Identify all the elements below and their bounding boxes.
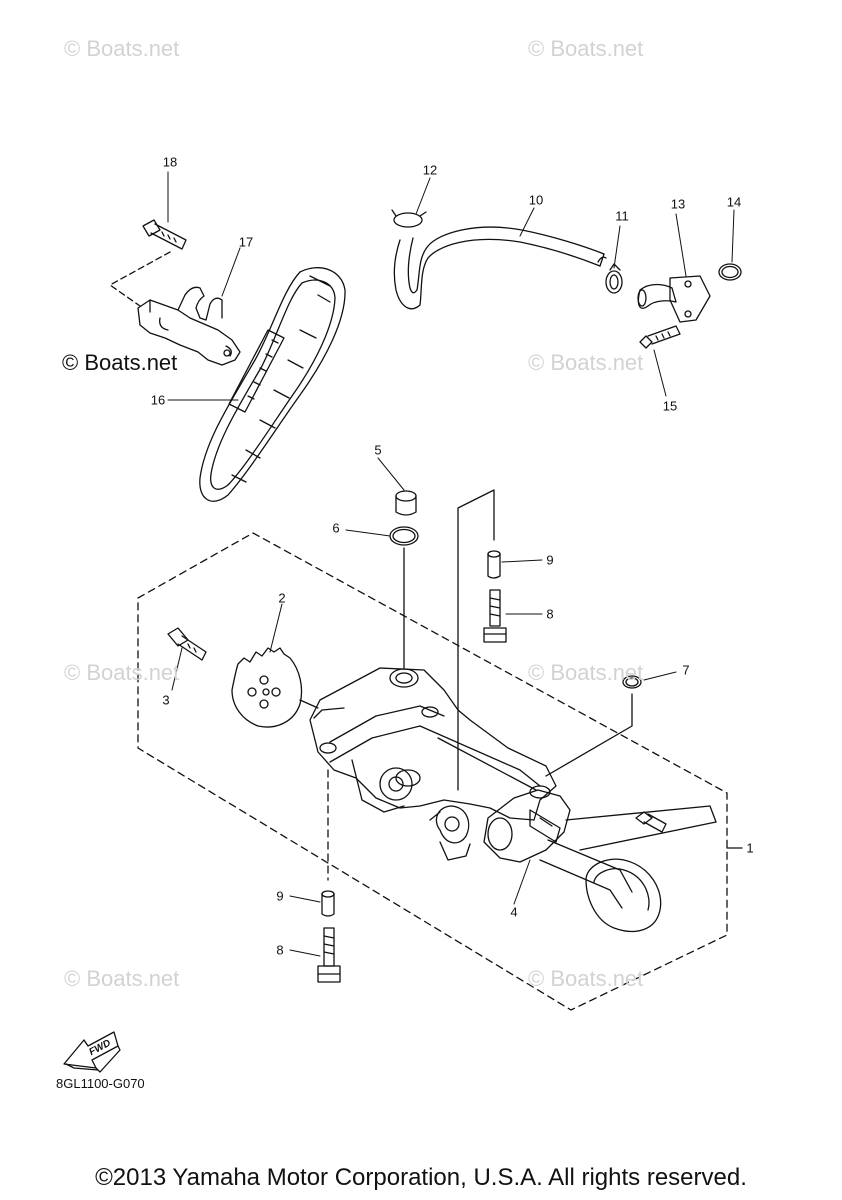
o-ring-14 xyxy=(718,263,742,281)
chain-guide xyxy=(228,329,285,413)
callout-13: 13 xyxy=(670,196,686,212)
callout-11: 11 xyxy=(615,208,629,224)
clamp-12 xyxy=(391,209,427,228)
callout-9-upper: 9 xyxy=(546,552,554,568)
callout-5: 5 xyxy=(374,442,382,458)
callout-6: 6 xyxy=(332,520,340,536)
strainer-bolt xyxy=(635,811,667,833)
callout-12: 12 xyxy=(422,162,438,178)
callout-15: 15 xyxy=(662,398,678,414)
assembly-dashed-outline xyxy=(137,532,728,1011)
bolt-15 xyxy=(639,325,681,349)
watermark-bottom-right: © Boats.net xyxy=(528,966,644,991)
diagram-code: 8GL1100-G070 xyxy=(56,1076,145,1091)
leader-lines xyxy=(167,171,735,957)
oil-strainer-4 xyxy=(483,789,717,932)
pin-9-lower xyxy=(321,890,335,917)
timing-chain xyxy=(199,267,346,502)
bolt-18 xyxy=(142,219,187,250)
callout-16: 16 xyxy=(150,392,166,408)
callout-18: 18 xyxy=(162,154,178,170)
callout-10: 10 xyxy=(528,192,544,208)
watermark-top-right: © Boats.net xyxy=(528,36,644,61)
callout-8-lower: 8 xyxy=(276,942,284,958)
bolt-8-lower xyxy=(317,927,341,983)
o-ring-7-guide xyxy=(545,693,633,777)
bolt-3 xyxy=(167,627,207,661)
callout-3: 3 xyxy=(162,692,170,708)
fwd-arrow-icon xyxy=(63,1031,121,1073)
watermark-mid-left: © Boats.net xyxy=(62,350,178,375)
upper-pin-guide xyxy=(457,489,495,791)
watermark-lower-left: © Boats.net xyxy=(64,660,180,685)
watermark-bottom-left: © Boats.net xyxy=(64,966,180,991)
pin-9-upper xyxy=(487,550,501,579)
callout-7: 7 xyxy=(682,662,690,678)
oil-pump-body xyxy=(309,667,557,861)
callout-8-upper: 8 xyxy=(546,606,554,622)
sprocket-2 xyxy=(231,647,319,728)
callout-14: 14 xyxy=(726,194,742,210)
o-ring-7 xyxy=(622,675,642,689)
o-ring-6 xyxy=(389,526,419,546)
callout-17: 17 xyxy=(238,234,254,250)
callout-1: 1 xyxy=(746,840,754,856)
copyright-notice: ©2013 Yamaha Motor Corporation, U.S.A. A… xyxy=(95,1164,747,1191)
watermark-mid-right: © Boats.net xyxy=(528,350,644,375)
hose-10 xyxy=(393,226,607,310)
watermark-lower-right: © Boats.net xyxy=(528,660,644,685)
cap-5 xyxy=(395,490,417,516)
bolt-8-upper xyxy=(483,589,507,643)
bolt-18-leader xyxy=(109,251,171,307)
guide-bracket xyxy=(109,251,241,366)
clamp-11 xyxy=(605,263,623,294)
callout-9-lower: 9 xyxy=(276,888,284,904)
watermark-top-left: © Boats.net xyxy=(64,36,180,61)
callout-2: 2 xyxy=(278,590,286,606)
pipe-fitting-13 xyxy=(637,275,711,323)
callout-4: 4 xyxy=(510,904,518,920)
